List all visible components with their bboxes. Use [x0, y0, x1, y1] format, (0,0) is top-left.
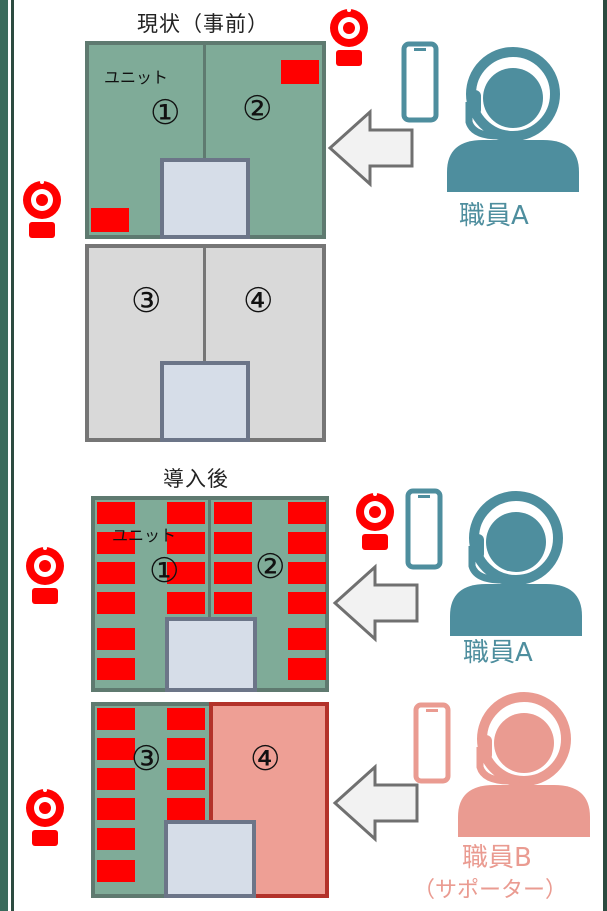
headset-staff-icon	[458, 692, 590, 837]
sensor-marker	[97, 738, 135, 760]
staff-a-label: 職員A	[463, 638, 533, 668]
camera-icon	[23, 180, 61, 238]
sensor-marker	[167, 592, 205, 614]
camera-icon	[356, 492, 394, 550]
unit-divider	[203, 45, 206, 160]
sensor-marker	[97, 658, 135, 680]
frame-border-left-inner	[11, 0, 14, 911]
unit-number-3: ③	[131, 739, 162, 779]
sensor-marker	[167, 798, 205, 820]
sensor-marker	[288, 592, 326, 614]
sensor-marker	[281, 60, 319, 84]
sensor-marker	[288, 658, 326, 680]
camera-icon	[26, 546, 64, 604]
arrow-left-icon	[332, 763, 419, 843]
sensor-marker	[167, 532, 205, 554]
sensor-marker	[97, 628, 135, 650]
arrow-left-icon	[327, 108, 414, 188]
after-title: 導入後	[163, 467, 229, 491]
unit-number-3: ③	[131, 281, 162, 321]
sensor-marker	[288, 628, 326, 650]
sensor-marker	[214, 562, 252, 584]
unit-number-4: ④	[243, 281, 274, 321]
camera-icon	[26, 788, 64, 846]
common-area	[160, 158, 250, 239]
unit-number-2: ②	[242, 89, 273, 129]
sensor-marker	[167, 768, 205, 790]
unit-number-2: ②	[255, 547, 286, 587]
sensor-marker	[97, 592, 135, 614]
headset-staff-icon	[450, 491, 582, 636]
unit-divider	[203, 248, 206, 363]
sensor-marker	[97, 798, 135, 820]
smartphone-icon	[413, 702, 451, 784]
frame-border-left	[0, 0, 8, 911]
sensor-marker	[97, 860, 135, 882]
sensor-marker	[97, 532, 135, 554]
arrow-left-icon	[332, 563, 419, 643]
unit-number-1: ①	[149, 551, 180, 591]
sensor-marker	[167, 502, 205, 524]
sensor-marker	[91, 208, 129, 232]
unit-number-1: ①	[150, 93, 181, 133]
headset-staff-icon	[447, 47, 579, 192]
unit-divider	[208, 500, 211, 618]
unit-number-4: ④	[250, 739, 281, 779]
camera-icon	[330, 8, 368, 66]
common-area	[160, 361, 250, 442]
sensor-marker	[214, 592, 252, 614]
unit-label: ユニット	[104, 68, 169, 87]
staff-a-label: 職員A	[459, 201, 529, 231]
sensor-marker	[167, 738, 205, 760]
sensor-marker	[167, 708, 205, 730]
unit-label: ユニット	[112, 526, 177, 545]
sensor-marker	[288, 502, 326, 524]
sensor-marker	[97, 768, 135, 790]
common-area	[164, 820, 256, 898]
sensor-marker	[288, 532, 326, 554]
sensor-marker	[167, 562, 205, 584]
staff-b-label: 職員B	[462, 843, 532, 873]
staff-b-role-label: （サポーター）	[413, 878, 568, 903]
sensor-marker	[97, 828, 135, 850]
sensor-marker	[288, 562, 326, 584]
before-title: 現状（事前）	[137, 12, 269, 36]
sensor-marker	[214, 502, 252, 524]
sensor-marker	[214, 532, 252, 554]
frame-border-right	[603, 0, 607, 911]
sensor-marker	[97, 562, 135, 584]
sensor-marker	[97, 708, 135, 730]
common-area	[165, 617, 257, 692]
smartphone-icon	[405, 488, 443, 570]
sensor-marker	[97, 502, 135, 524]
smartphone-icon	[401, 41, 439, 123]
